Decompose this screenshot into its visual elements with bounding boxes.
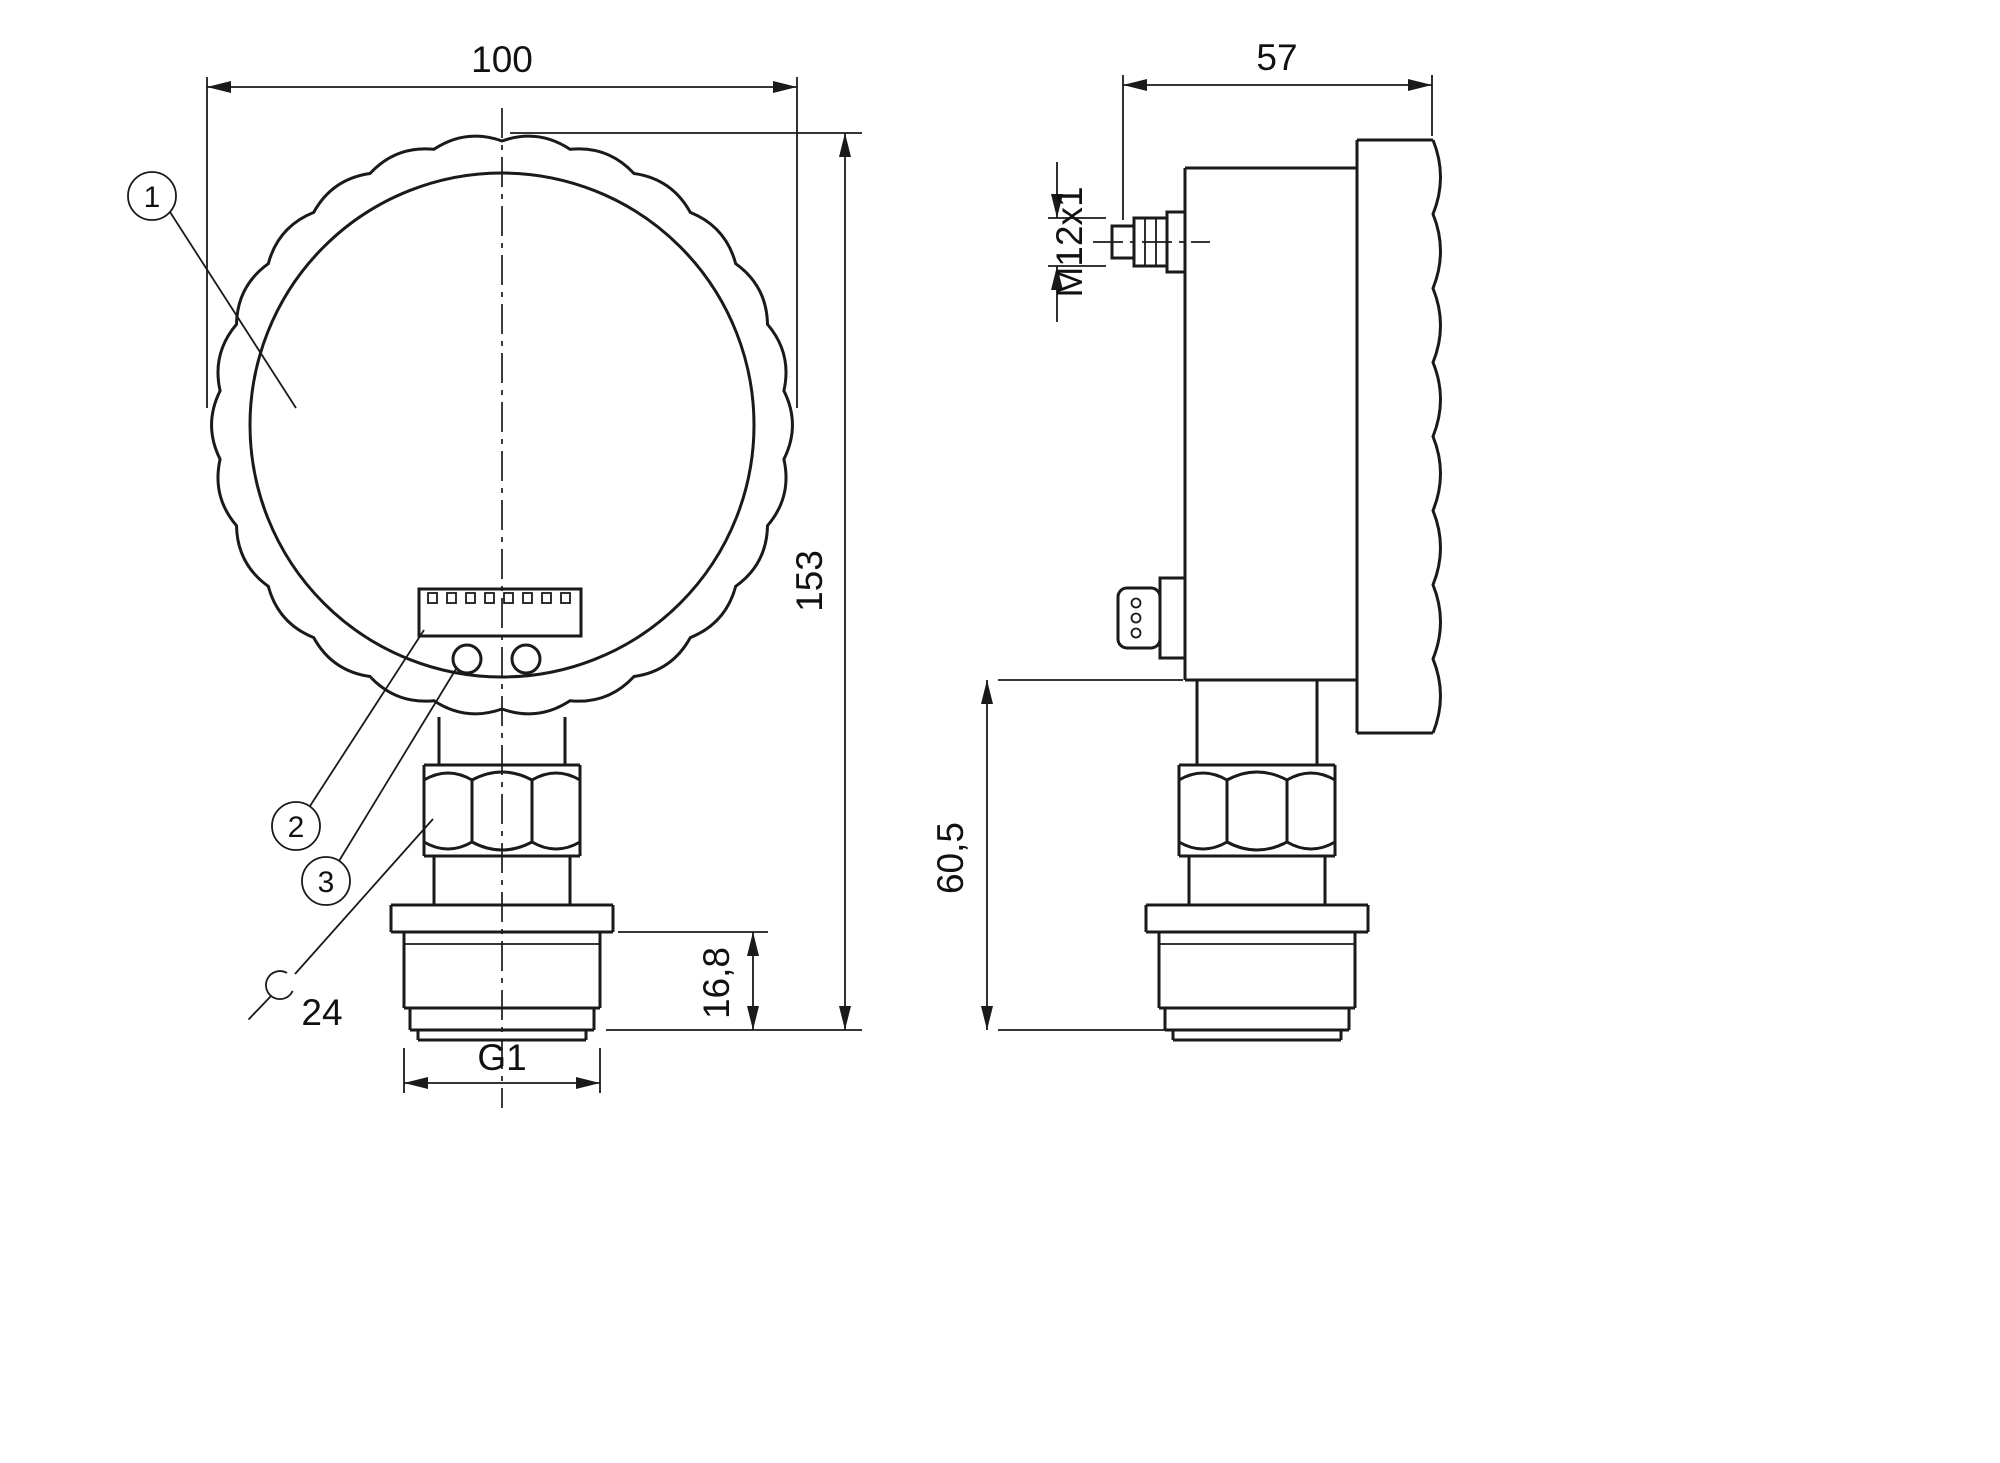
- dimension-thread-g1: G1: [403, 1037, 601, 1093]
- callout-1: 1: [127, 171, 297, 409]
- process-connection-front: [389, 717, 615, 1042]
- front-knurl: [210, 134, 794, 716]
- callout-2: 2: [271, 629, 425, 851]
- m12-connector: [1093, 210, 1210, 274]
- housing-side: [1183, 138, 1442, 735]
- dim-57-label: 57: [1256, 37, 1297, 78]
- front-bezel-circle: [248, 171, 756, 679]
- process-connection-side: [1144, 680, 1370, 1042]
- button-left: [451, 643, 483, 675]
- dim-60-5-label: 60,5: [930, 822, 971, 894]
- display-window: [417, 587, 583, 638]
- callout-2-label: 2: [288, 811, 305, 844]
- front-view: 100 153 16,8 G1: [127, 39, 862, 1108]
- button-right: [510, 643, 542, 675]
- vent-connector: [1116, 576, 1187, 660]
- callout-3: 3: [301, 668, 457, 906]
- side-view: 57 M12x1 60,5: [930, 37, 1442, 1042]
- dim-153-label: 153: [789, 550, 830, 612]
- side-knurl: [1431, 139, 1442, 734]
- dim-g1-label: G1: [477, 1037, 526, 1078]
- callout-1-label: 1: [144, 181, 161, 214]
- dimension-height-153: 153: [510, 132, 862, 1031]
- gauge-front-body: [210, 134, 794, 716]
- dim-100-label: 100: [471, 39, 533, 80]
- dimension-lower-height: 60,5: [930, 679, 1183, 1031]
- dim-m12-label: M12x1: [1049, 186, 1090, 297]
- dimension-thread-length: 16,8: [618, 931, 768, 1030]
- dimension-width-100: 100: [206, 39, 798, 408]
- wrench-size-marker: 24: [248, 818, 434, 1033]
- wrench-icon: [248, 970, 294, 1020]
- dim-16-8-label: 16,8: [696, 947, 737, 1019]
- callout-3-label: 3: [318, 866, 335, 899]
- pushbuttons: [451, 643, 542, 675]
- dimension-depth-57: 57: [1122, 37, 1433, 220]
- wrench-size-label: 24: [301, 992, 342, 1033]
- dimension-m12: M12x1: [1048, 162, 1106, 322]
